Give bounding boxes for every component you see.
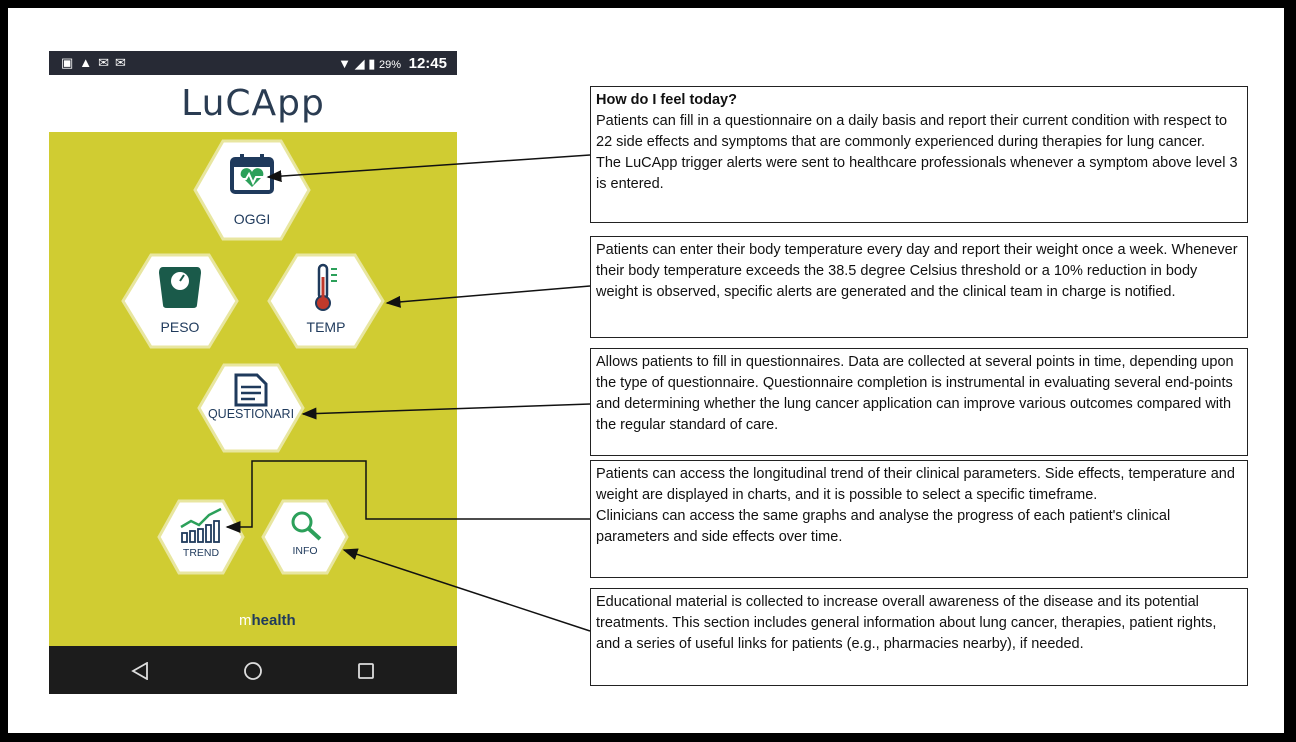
arrow-questionari [301, 403, 591, 420]
trend-label: TREND [182, 547, 220, 559]
status-bar: ▣▲✉✉ ▼ ◢ ▮ 29% 12:45 [49, 51, 457, 75]
info-text: Educational material is collected to inc… [596, 594, 1217, 652]
temp-label: TEMP [306, 319, 346, 335]
peso-button[interactable]: PESO [121, 253, 239, 349]
battery-icon: ▮ [368, 56, 376, 71]
questionari-button[interactable]: QUESTIONARI [197, 363, 305, 453]
info-label: INFO [292, 545, 318, 557]
android-nav-bar [49, 646, 457, 694]
hexagon-tile [261, 499, 349, 575]
app-header: LuCApp [49, 75, 457, 132]
trend-chart-icon [180, 507, 222, 543]
notification-icons: ▣▲✉✉ [61, 55, 132, 70]
questionari-description: Allows patients to fill in questionnaire… [590, 348, 1248, 456]
trend-description: Patients can access the longitudinal tre… [590, 460, 1248, 578]
arrow-trend [225, 460, 590, 533]
arrow-oggi [266, 154, 591, 183]
arrow-temp [385, 285, 591, 308]
oggi-text-1: Patients can fill in a questionnaire on … [596, 113, 1228, 150]
peso-temp-text: Patients can enter their body temperatur… [596, 242, 1238, 300]
oggi-heading: How do I feel today? [596, 92, 737, 108]
recents-icon[interactable] [357, 662, 375, 680]
home-icon[interactable] [243, 661, 263, 681]
trend-text-1: Patients can access the longitudinal tre… [596, 466, 1235, 503]
back-icon[interactable] [131, 662, 149, 680]
oggi-label: OGGI [233, 211, 271, 227]
oggi-text-2: The LuCApp trigger alerts were sent to h… [596, 155, 1238, 192]
status-right: ▼ ◢ ▮ 29% 12:45 [338, 55, 447, 72]
status-time: 12:45 [408, 55, 447, 72]
temp-button[interactable]: TEMP [267, 253, 385, 349]
info-button[interactable]: INFO [261, 499, 349, 575]
wifi-icon: ▼ [338, 56, 351, 71]
hexagon-tile [157, 499, 245, 575]
hexagon-tile [197, 363, 305, 453]
mhealth-logo: mhealth [239, 612, 296, 629]
phone-screen: ▣▲✉✉ ▼ ◢ ▮ 29% 12:45 LuCApp [49, 51, 457, 694]
oggi-button[interactable]: OGGI [193, 139, 311, 241]
questionari-label: QUESTIONARI [207, 407, 295, 421]
questionari-text: Allows patients to fill in questionnaire… [596, 354, 1234, 433]
app-title: LuCApp [181, 83, 325, 124]
peso-temp-description: Patients can enter their body temperatur… [590, 236, 1248, 338]
thermometer-icon [315, 263, 337, 311]
scale-icon [159, 267, 201, 308]
document-icon [234, 373, 268, 407]
signal-icon: ◢ [354, 56, 365, 71]
oggi-description: How do I feel today? Patients can fill i… [590, 86, 1248, 223]
magnifier-icon [291, 511, 322, 541]
trend-button[interactable]: TREND [157, 499, 245, 575]
peso-label: PESO [160, 319, 200, 335]
trend-text-2: Clinicians can access the same graphs an… [596, 508, 1171, 545]
arrow-info [342, 548, 591, 632]
info-description: Educational material is collected to inc… [590, 588, 1248, 686]
battery-percent: 29% [378, 59, 401, 71]
